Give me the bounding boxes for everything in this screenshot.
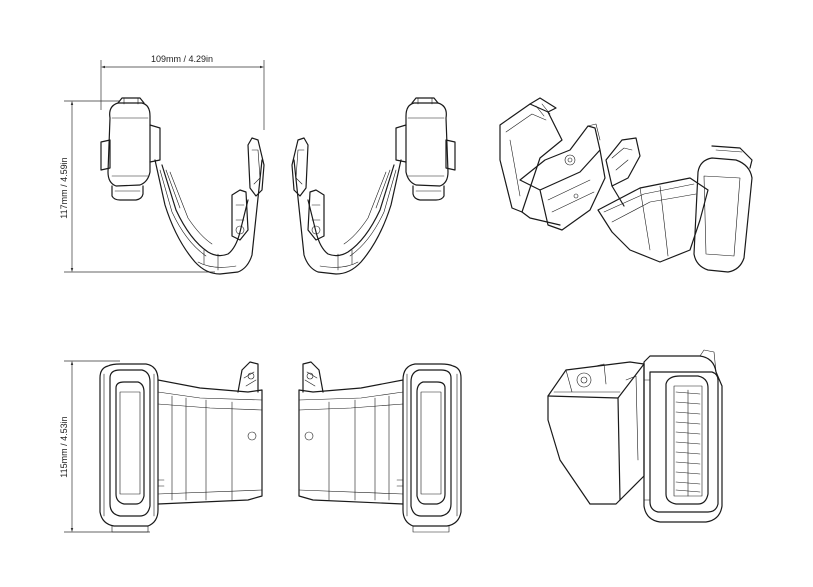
isometric-view-top	[499, 97, 753, 273]
front-left-view	[100, 97, 265, 275]
top-height-dimension-label: 117mm / 4.59in	[59, 157, 69, 218]
front-right-view	[291, 97, 456, 275]
width-dimension-label: 109mm / 4.29in	[151, 54, 213, 64]
isometric-view-bottom	[547, 349, 723, 523]
top-height-dimension: 117mm / 4.59in	[59, 100, 215, 273]
side-right-view	[298, 361, 462, 533]
side-left-view	[99, 361, 263, 533]
bottom-height-dimension: 115mm / 4.53in	[59, 360, 150, 533]
width-dimension: 109mm / 4.29in	[100, 54, 265, 130]
bottom-height-dimension-label: 115mm / 4.53in	[59, 416, 69, 477]
